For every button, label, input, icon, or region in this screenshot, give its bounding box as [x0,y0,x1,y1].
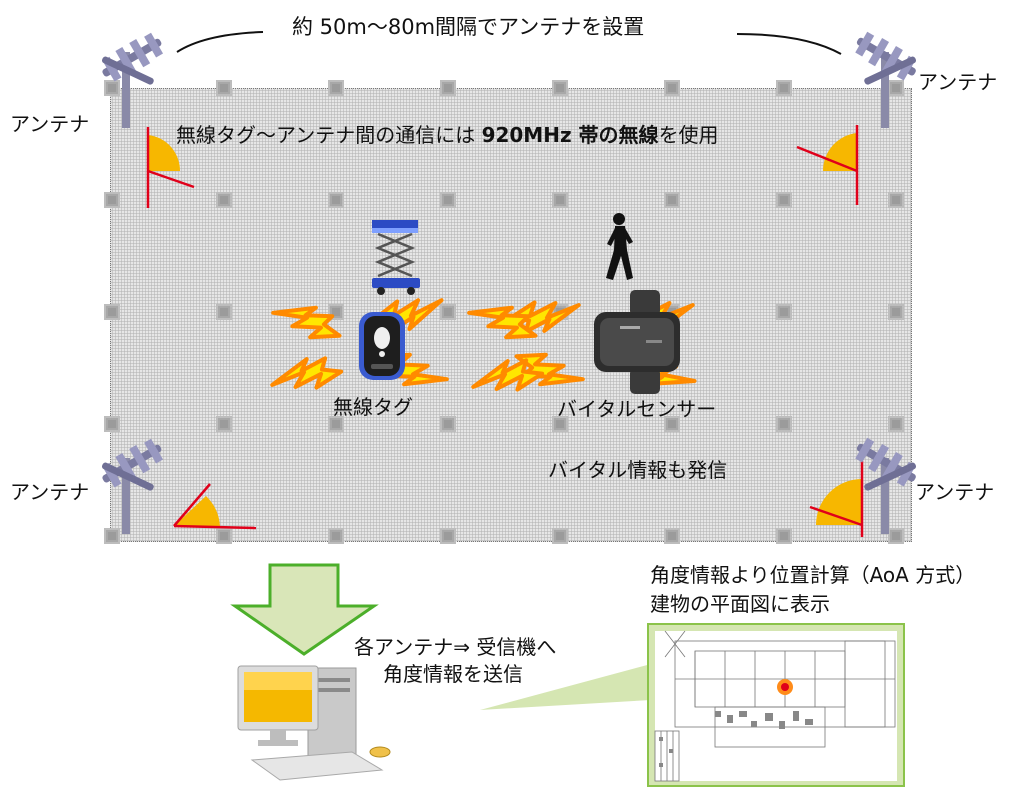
desktop-computer-icon [237,665,391,781]
pillar [552,528,568,544]
pillar [776,416,792,432]
angle-indicator-bottom-left [173,483,257,530]
pillar [440,80,456,96]
pillar [216,192,232,208]
caption-swoosh-left [176,31,264,53]
antenna-icon [855,31,916,128]
pillar [664,80,680,96]
antenna-label-top-left: アンテナ [10,112,90,136]
receiver-caption-line1: 各アンテナ⇒ 受信機へ [354,635,557,659]
callout-pointer [480,664,651,710]
pillar [888,416,904,432]
lightning-bolt-icon [270,356,344,390]
pillar [440,192,456,208]
wireless-caption-suffix: を使用 [658,123,719,147]
pillar [104,80,120,96]
pillar [664,416,680,432]
antenna-label-bottom-left: アンテナ [10,480,90,504]
pillar [776,80,792,96]
lightning-bolt-icon [271,305,342,340]
antenna-label-bottom-right: アンテナ [915,480,995,504]
vital-sensor-icon [594,290,680,394]
tag-label: 無線タグ [333,395,413,419]
antenna-icon [855,437,916,534]
pillar [440,528,456,544]
angle-indicator-top-right [796,125,859,205]
pillar [552,192,568,208]
pillar [888,528,904,544]
pillar [440,416,456,432]
pillar [888,192,904,208]
pillar [664,192,680,208]
pillar [328,192,344,208]
pillar [216,528,232,544]
pillar [440,304,456,320]
receiver-caption-line2: 角度情報を送信 [383,662,523,686]
lightning-bolt-icon [471,358,545,392]
wireless-caption-bold: 920MHz 帯の無線 [481,123,659,147]
pillar [552,80,568,96]
scissor-lift-icon [372,220,420,295]
down-arrow [230,563,379,656]
pillar [104,416,120,432]
antenna-label-top-right: アンテナ [918,70,998,94]
pillar [664,528,680,544]
spacing-caption: 約 50m〜80m間隔でアンテナを設置 [292,15,645,39]
angle-indicator-bottom-right [809,461,864,537]
angle-indicator-top-left [146,127,195,208]
wireless-tag-icon [359,312,405,380]
wireless-caption: 無線タグ〜アンテナ間の通信には 920MHz 帯の無線を使用 [176,123,719,147]
wireless-caption-prefix: 無線タグ〜アンテナ間の通信には [176,123,482,147]
pillar [328,80,344,96]
pillar [104,528,120,544]
pillar [216,416,232,432]
pillar [776,528,792,544]
pillar [216,80,232,96]
position-caption-line1: 角度情報より位置計算（AoA 方式） [650,563,976,587]
caption-swoosh-right [736,33,842,55]
location-marker-icon [777,679,793,695]
position-caption-line2: 建物の平面図に表示 [650,592,830,616]
pillar [104,192,120,208]
floor-plan-icon [654,630,897,782]
pillar [552,416,568,432]
pillar [328,528,344,544]
pillar [888,304,904,320]
callout-box [647,623,905,787]
vital-sensor-label: バイタルセンサー [557,397,717,421]
pillar [776,192,792,208]
walking-person-icon [606,213,633,280]
pillar [776,304,792,320]
antenna-icon [102,32,164,128]
antenna-icon [102,438,164,534]
pillar [216,304,232,320]
vital-info-label: バイタル情報も発信 [548,458,728,482]
pillar [328,416,344,432]
lightning-bolt-icon [467,305,538,340]
pillar [104,304,120,320]
